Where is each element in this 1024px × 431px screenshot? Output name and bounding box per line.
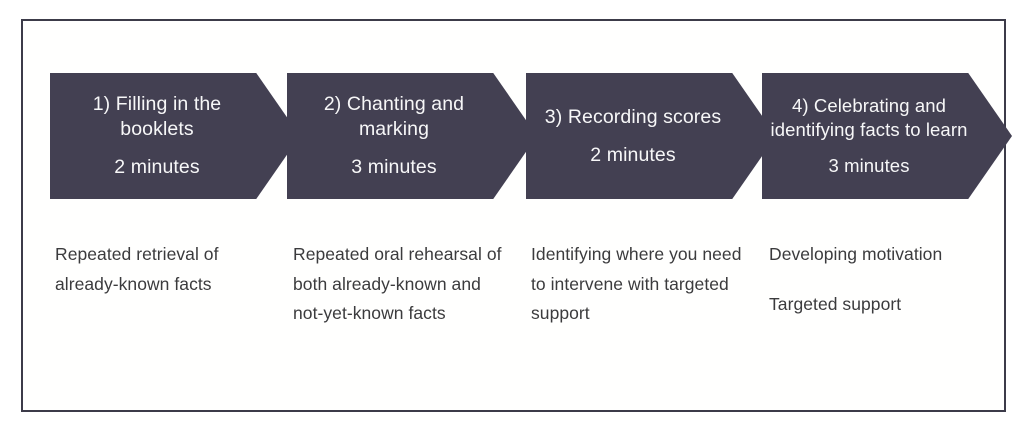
step-2-duration: 3 minutes bbox=[351, 156, 437, 178]
step-4-caption-line-2: Targeted support bbox=[769, 293, 902, 314]
step-1-caption: Repeated retrieval of already-known fact… bbox=[55, 240, 270, 299]
step-4-title: 4) Celebrating and identifying facts to … bbox=[770, 95, 968, 140]
chevron-arrow-shape-4[interactable]: 4) Celebrating and identifying facts to … bbox=[762, 73, 1012, 199]
step-3-content: 3) Recording scores 2 minutes bbox=[526, 105, 776, 168]
step-1-title: 1) Filling in the booklets bbox=[92, 93, 222, 140]
step-3-caption-line-1: Identifying where you need to intervene … bbox=[531, 244, 742, 323]
step-4-caption-line-1: Developing motivation bbox=[769, 244, 943, 264]
step-1-caption-line-1: Repeated retrieval of already-known fact… bbox=[55, 244, 219, 294]
step-2-caption: Repeated oral rehearsal of both already-… bbox=[293, 240, 515, 329]
process-arrow-row: 1) Filling in the booklets 2 minutes 2) … bbox=[23, 21, 1012, 410]
process-step-1[interactable]: 1) Filling in the booklets 2 minutes bbox=[50, 73, 300, 199]
chevron-arrow-shape-1[interactable]: 1) Filling in the booklets 2 minutes bbox=[50, 73, 300, 199]
step-3-title: 3) Recording scores bbox=[544, 105, 722, 128]
step-3-duration: 2 minutes bbox=[590, 143, 676, 166]
step-1-content: 1) Filling in the booklets 2 minutes bbox=[50, 92, 300, 180]
step-2-caption-line-1: Repeated oral rehearsal of both already-… bbox=[293, 244, 502, 323]
chevron-arrow-shape-2[interactable]: 2) Chanting and marking 3 minutes bbox=[287, 73, 537, 199]
step-2-content: 2) Chanting and marking 3 minutes bbox=[287, 92, 537, 180]
chevron-arrow-shape-3[interactable]: 3) Recording scores 2 minutes bbox=[526, 73, 776, 199]
step-2-title: 2) Chanting and marking bbox=[323, 93, 465, 140]
process-step-2[interactable]: 2) Chanting and marking 3 minutes bbox=[287, 73, 537, 199]
step-4-caption: Developing motivation Targeted support bbox=[769, 240, 984, 319]
process-step-4[interactable]: 4) Celebrating and identifying facts to … bbox=[762, 73, 1012, 199]
step-4-duration: 3 minutes bbox=[828, 155, 910, 176]
step-1-duration: 2 minutes bbox=[114, 156, 200, 178]
diagram-frame: 1) Filling in the booklets 2 minutes 2) … bbox=[21, 19, 1012, 412]
step-4-content: 4) Celebrating and identifying facts to … bbox=[762, 94, 1012, 178]
step-3-caption: Identifying where you need to intervene … bbox=[531, 240, 746, 329]
process-step-3[interactable]: 3) Recording scores 2 minutes bbox=[526, 73, 776, 199]
